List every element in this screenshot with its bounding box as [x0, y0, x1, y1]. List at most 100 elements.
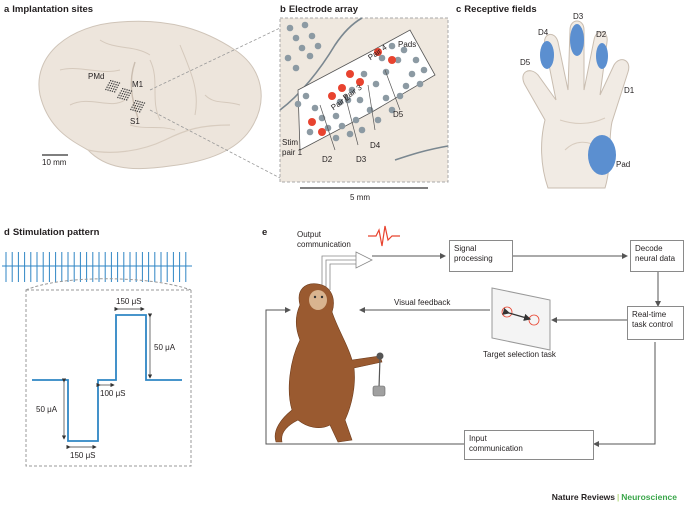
grey-electrode: [378, 54, 386, 62]
grey-electrode: [344, 96, 352, 104]
implant-electrode: [134, 105, 137, 107]
red-stim-electrodes: [308, 48, 396, 136]
implant-electrode: [112, 80, 114, 82]
implant-electrode: [114, 86, 116, 88]
label-b-d5: D5: [393, 110, 404, 119]
implant-electrode: [126, 99, 128, 101]
implant-electrode: [126, 89, 128, 91]
implant-electrode: [119, 97, 121, 99]
stim-electrode: [374, 48, 382, 56]
implant-electrode: [109, 85, 112, 87]
stim-electrode: [388, 56, 396, 64]
implant-electrode: [113, 83, 115, 85]
journal-credit: Nature Reviews|Neuroscience: [552, 492, 677, 502]
signal-processing-box: Signal processing: [449, 240, 513, 272]
brain-illustration: [38, 20, 262, 170]
panel-title: Receptive fields: [464, 4, 537, 15]
hand-illustration: [522, 20, 630, 189]
implant-electrode: [115, 89, 117, 91]
grey-electrode: [298, 44, 306, 52]
stim-electrode: [308, 118, 316, 126]
panel-letter: d: [4, 227, 10, 238]
grey-electrode: [292, 64, 300, 72]
implant-electrode: [120, 95, 122, 97]
monkey-illustration: [274, 283, 383, 443]
grey-electrode: [314, 42, 322, 50]
panel-title: Stimulation pattern: [12, 227, 100, 238]
grey-electrode: [396, 92, 404, 100]
grey-electrode: [382, 94, 390, 102]
grey-electrode: [412, 56, 420, 64]
grey-electrode: [286, 24, 294, 32]
implant-electrode: [124, 93, 126, 95]
grey-electrode: [346, 130, 354, 138]
implant-electrode: [122, 88, 124, 90]
implant-electrode: [121, 98, 123, 100]
implant-electrode: [114, 91, 116, 93]
implant-electrode: [110, 80, 112, 82]
grey-electrodes: [284, 21, 428, 142]
label-b-d4: D4: [370, 141, 381, 150]
implant-electrode: [112, 85, 114, 87]
grey-electrode: [336, 98, 344, 106]
implant-electrode: [128, 89, 130, 92]
credit-separator: |: [617, 492, 620, 502]
implant-electrode: [114, 81, 116, 83]
label-pmd: PMd: [88, 72, 105, 81]
implant-electrode: [123, 98, 126, 100]
label-target-selection-task: Target selection task: [483, 350, 556, 359]
journal-name: Nature Reviews: [551, 492, 616, 502]
implant-electrode: [117, 96, 119, 99]
label-communication: communication: [297, 240, 351, 249]
implant-electrode: [125, 96, 127, 98]
implant-electrode: [140, 104, 142, 106]
implant-electrode: [107, 84, 109, 86]
panel-letter: c: [456, 4, 462, 15]
grey-electrode: [402, 82, 410, 90]
biphasic-pulse-waveform: [32, 314, 182, 442]
grey-electrode: [306, 128, 314, 136]
label-c-pad: Pad: [616, 160, 631, 169]
real-time-task-control-box: Real-time task control: [627, 306, 684, 340]
implant-electrode: [132, 109, 134, 111]
implant-electrode: [115, 84, 117, 86]
implant-electrode: [131, 106, 133, 108]
label-interphase-gap: 100 μS: [100, 389, 126, 398]
grey-electrode: [284, 54, 292, 62]
receptive-field-d4: [540, 41, 554, 69]
decode-neural-data-box: Decode neural data: [630, 240, 684, 272]
implant-electrode: [108, 87, 110, 89]
label-scale-5mm: 5 mm: [350, 193, 370, 202]
implant-electrode: [135, 107, 138, 110]
grey-electrode: [302, 92, 310, 100]
label-c-d2: D2: [596, 30, 607, 39]
grey-electrode: [388, 42, 396, 50]
implant-electrode: [139, 106, 141, 108]
journal-field: Neuroscience: [621, 492, 677, 502]
grey-electrode: [352, 116, 360, 124]
label-s1: S1: [130, 117, 140, 126]
implant-electrode: [116, 81, 118, 84]
implant-electrode: [120, 90, 123, 92]
receptive-field-d3: [570, 24, 584, 56]
panel-letter: b: [280, 4, 286, 15]
grey-electrode: [372, 80, 380, 88]
pulse-train: [5, 252, 187, 282]
stim-electrode: [328, 92, 336, 100]
input-communication-box: Input communication: [464, 430, 594, 460]
panel-e-header: e: [262, 227, 270, 238]
implant-electrode: [137, 105, 139, 107]
implant-electrode: [133, 102, 136, 104]
implant-electrode: [133, 107, 135, 109]
panel-title: Implantation sites: [12, 4, 94, 15]
grey-electrode: [332, 112, 340, 120]
implant-electrode: [128, 94, 130, 97]
implant-electrode: [125, 91, 127, 93]
label-amplitude-left: 50 μA: [36, 405, 58, 414]
label-output: Output: [297, 230, 322, 239]
implant-electrode: [130, 90, 133, 92]
